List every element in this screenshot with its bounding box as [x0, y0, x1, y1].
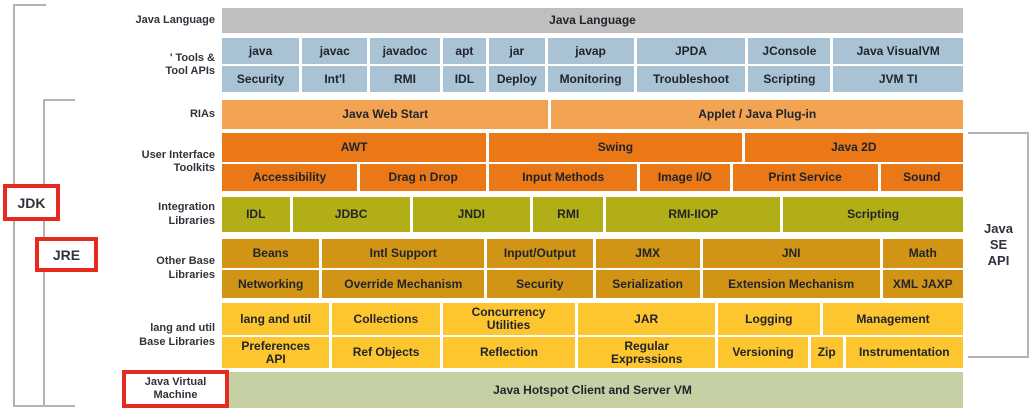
cell-jar: jar [489, 38, 545, 64]
cell-javap: javap [547, 38, 634, 64]
row-label-integration: Integration Libraries [158, 201, 215, 227]
cell-scripting: Scripting [748, 66, 831, 92]
jvm-callout-box: Java Virtual Machine [122, 370, 229, 408]
cell-java-visualvm: Java VisualVM [833, 38, 963, 64]
cell-jni: JNI [702, 239, 880, 268]
jvm-label: Java Virtual Machine [144, 376, 207, 401]
cell-serialization: Serialization [595, 270, 700, 298]
cell-instrumentation: Instrumentation [845, 337, 963, 368]
cell-networking: Networking [222, 270, 320, 298]
cell-sound: Sound [880, 164, 963, 191]
jre-label: JRE [52, 246, 81, 263]
cell-logging: Logging [717, 303, 820, 335]
cell-rmi-iiop: RMI-IIOP [606, 197, 781, 232]
cell-accessibility: Accessibility [222, 164, 358, 191]
cell-concurrency-utilities: Concurrency Utilities [442, 303, 575, 335]
cell-java-language: Java Language [222, 8, 963, 33]
cell-preferences-api: Preferences API [222, 337, 330, 368]
cell-applet-java-plug-in: Applet / Java Plug-in [551, 100, 963, 129]
cell-javac: javac [302, 38, 368, 64]
cell-swing: Swing [489, 133, 742, 162]
cell-override-mechanism: Override Mechanism [322, 270, 485, 298]
row-label-tools: ' Tools & Tool APIs [165, 51, 216, 77]
cell-security: Security [222, 66, 300, 92]
cell-javadoc: javadoc [370, 38, 440, 64]
row-label-rias: RIAs [189, 107, 215, 120]
cell-input-methods: Input Methods [489, 164, 638, 191]
java-se-api-label: Java SE API [984, 220, 1013, 269]
cell-jpda: JPDA [636, 38, 746, 64]
row-label-other-base: Other Base Libraries [156, 255, 215, 281]
cell-rmi: RMI [370, 66, 440, 92]
cell-xml-jaxp: XML JAXP [882, 270, 964, 298]
cell-beans: Beans [222, 239, 320, 268]
cell-regular-expressions: Regular Expressions [578, 337, 716, 368]
cell-java-hotspot-client-and-server-vm: Java Hotspot Client and Server VM [222, 372, 963, 408]
cell-collections: Collections [332, 303, 440, 335]
cell-deploy: Deploy [489, 66, 545, 92]
cell-lang-and-util: lang and util [222, 303, 330, 335]
jdk-callout-box: JDK [3, 184, 60, 221]
cell-awt: AWT [222, 133, 487, 162]
row-label-lang-and-util: lang and util Base Libraries [139, 322, 215, 348]
cell-intl-support: Intl Support [322, 239, 485, 268]
row-label-user-interface: User Interface Toolkits [141, 148, 215, 174]
cell-management: Management [822, 303, 964, 335]
cell-jmx: JMX [595, 239, 700, 268]
cell-zip: Zip [810, 337, 843, 368]
cell-troubleshoot: Troubleshoot [636, 66, 746, 92]
cell-monitoring: Monitoring [547, 66, 634, 92]
cell-idl: IDL [222, 197, 290, 232]
cell-jconsole: JConsole [748, 38, 831, 64]
cell-jar: JAR [577, 303, 715, 335]
cell-security: Security [487, 270, 593, 298]
cell-ref-objects: Ref Objects [332, 337, 440, 368]
cell-java-web-start: Java Web Start [222, 100, 549, 129]
cell-image-i-o: Image I/O [640, 164, 730, 191]
cell-versioning: Versioning [718, 337, 808, 368]
cell-reflection: Reflection [442, 337, 576, 368]
java-se-api-bracket [968, 132, 1029, 358]
cell-scripting: Scripting [783, 197, 963, 232]
cell-extension-mechanism: Extension Mechanism [702, 270, 880, 298]
cell-rmi: RMI [532, 197, 604, 232]
cell-print-service: Print Service [732, 164, 878, 191]
cell-int-l: Int'l [302, 66, 368, 92]
jdk-label: JDK [17, 194, 46, 211]
row-java-language: Java Language [222, 8, 963, 33]
row-jvm: Java Hotspot Client and Server VM [222, 372, 963, 408]
cell-java-2d: Java 2D [744, 133, 963, 162]
cell-input-output: Input/Output [487, 239, 593, 268]
cell-apt: apt [442, 38, 487, 64]
cell-jvm-ti: JVM TI [833, 66, 963, 92]
cell-idl: IDL [442, 66, 487, 92]
cell-jdbc: JDBC [292, 197, 410, 232]
cell-java: java [222, 38, 300, 64]
cell-jndi: JNDI [412, 197, 530, 232]
jre-callout-box: JRE [35, 237, 98, 272]
cell-math: Math [882, 239, 964, 268]
cell-drag-n-drop: Drag n Drop [360, 164, 487, 191]
row-label-java-language: Java Language [135, 13, 215, 26]
